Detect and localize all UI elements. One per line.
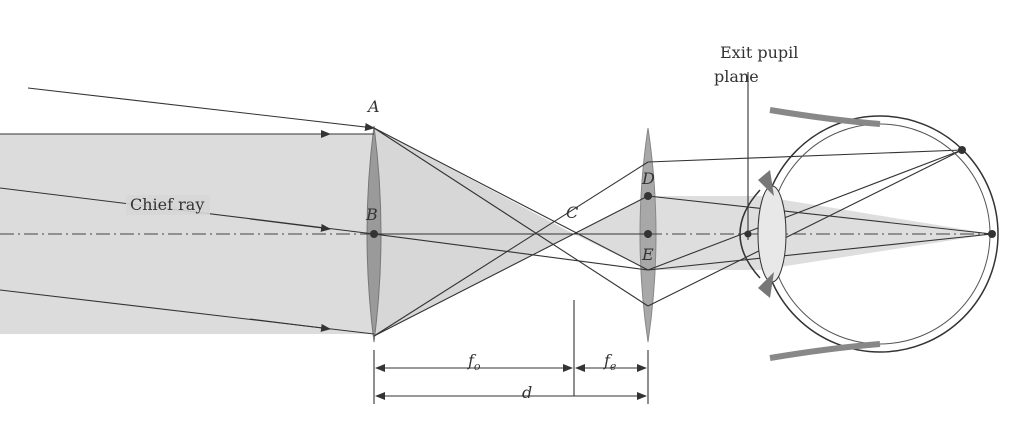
eyepiece-cone (574, 196, 648, 270)
objective-cone (374, 128, 574, 336)
fe-label: fe (603, 351, 617, 373)
point-c-label: C (566, 203, 578, 222)
point-e-label: E (641, 245, 654, 264)
fo-label: fo (467, 351, 481, 373)
point-b-dot (370, 230, 378, 238)
point-d-label: D (641, 169, 655, 188)
exit-pupil-dot (744, 230, 752, 238)
point-e-dot (644, 230, 652, 238)
eyeball (739, 107, 999, 361)
dimension-lines (375, 364, 647, 400)
chief-ray-label: Chief ray (130, 195, 204, 214)
ray-lines (0, 72, 993, 404)
point-a-label: A (366, 97, 380, 116)
exit-pupil-label-line2: plane (714, 67, 759, 86)
exit-pupil-label-line1: Exit pupil (720, 43, 798, 62)
point-d-dot (644, 192, 652, 200)
point-b-label: B (365, 205, 378, 224)
d-label: d (522, 383, 532, 402)
exit-beam (648, 196, 992, 270)
